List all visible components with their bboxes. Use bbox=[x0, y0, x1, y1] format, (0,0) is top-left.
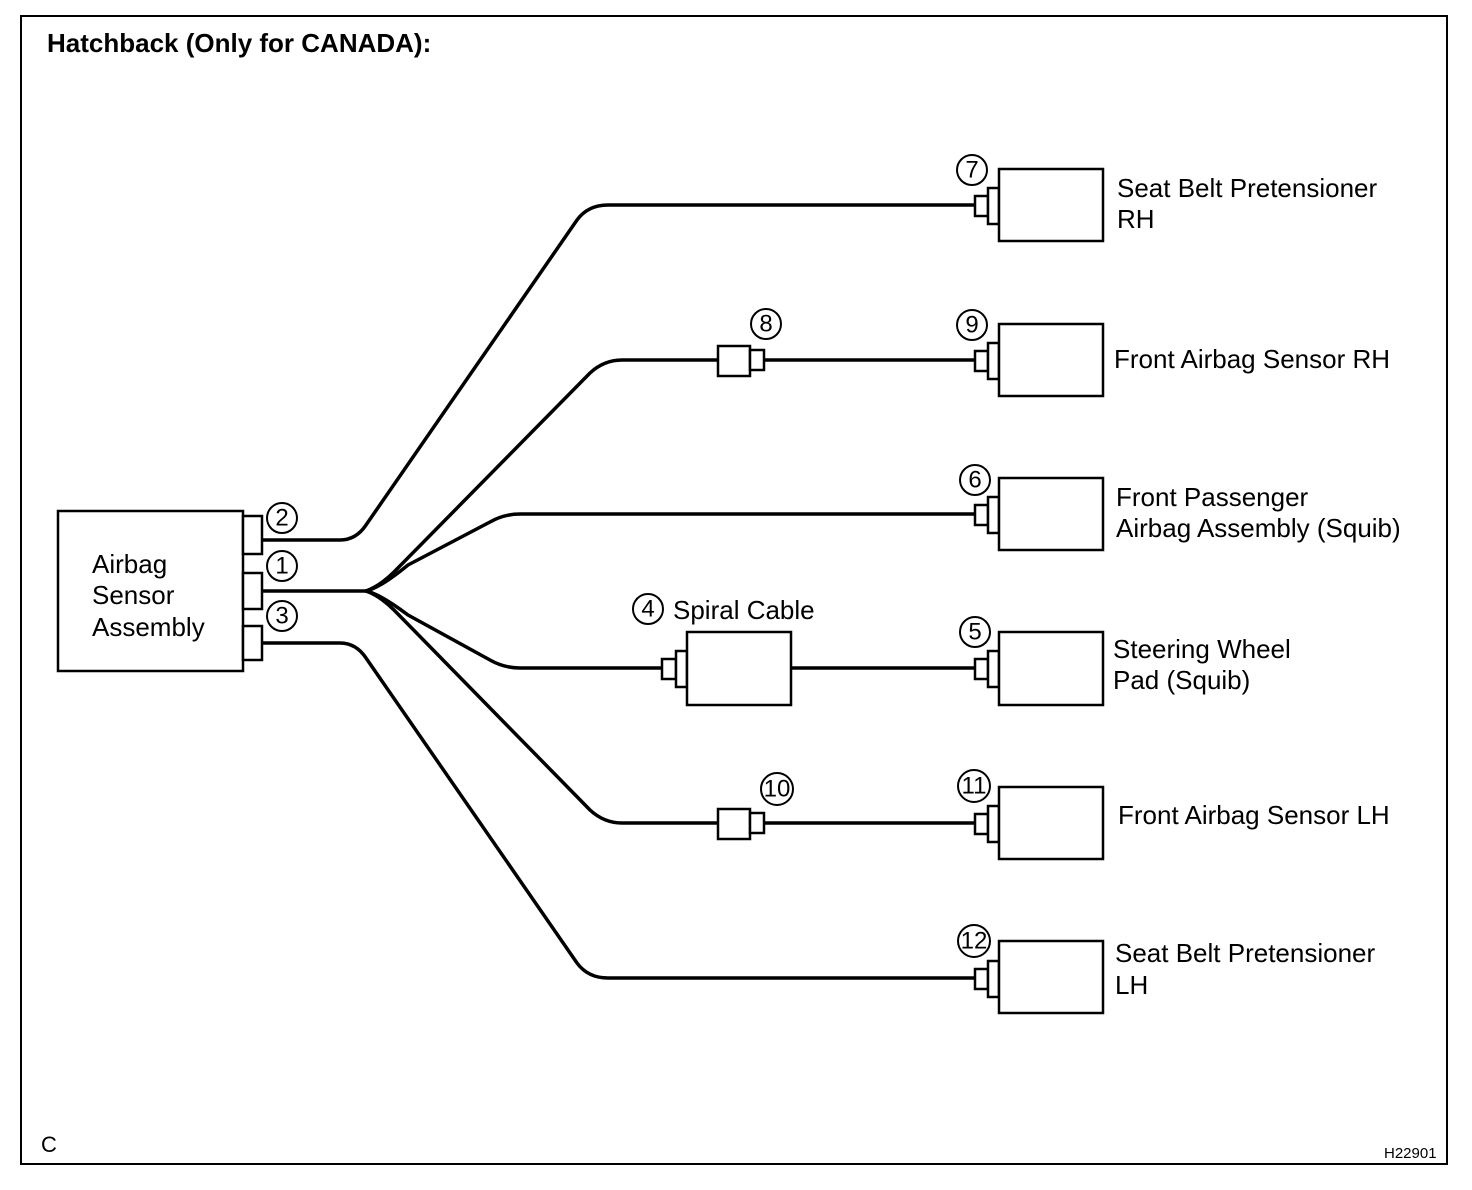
airbag-sensor-assembly-label: Airbag Sensor Assembly bbox=[92, 549, 205, 642]
connector-4-plug bbox=[660, 657, 678, 681]
connector-5-housing bbox=[986, 649, 1001, 689]
connector-11-plug bbox=[973, 812, 990, 836]
front-passenger-airbag-box bbox=[997, 476, 1105, 552]
connector-7-marker: 7 bbox=[956, 154, 988, 186]
svg-text:3: 3 bbox=[275, 603, 288, 630]
connector-10-housing bbox=[716, 807, 752, 841]
connector-10-plug bbox=[748, 811, 766, 835]
svg-text:10: 10 bbox=[764, 776, 791, 803]
wire-seat-belt-rh bbox=[260, 203, 977, 542]
connector-4-marker: 4 bbox=[632, 593, 664, 625]
connector-11-housing bbox=[986, 804, 1001, 844]
connector-11-marker: 11 bbox=[957, 769, 991, 803]
svg-text:8: 8 bbox=[759, 311, 772, 338]
corner-left-mark: C bbox=[41, 1132, 57, 1157]
steering-wheel-pad-box bbox=[997, 630, 1105, 707]
front-passenger-airbag-label: Front Passenger Airbag Assembly (Squib) bbox=[1116, 482, 1401, 543]
svg-text:1: 1 bbox=[275, 553, 288, 580]
connector-5-marker: 5 bbox=[959, 616, 991, 648]
connector-4-housing bbox=[674, 649, 689, 689]
connector-9-plug bbox=[973, 349, 990, 373]
seat-belt-pretensioner-lh-label: Seat Belt Pretensioner LH bbox=[1115, 938, 1382, 1000]
diagram-frame bbox=[20, 15, 1448, 1165]
svg-text:6: 6 bbox=[968, 467, 981, 494]
wire-front-sensor-rh bbox=[364, 358, 720, 593]
wire-seat-belt-lh bbox=[260, 641, 977, 980]
connector-12-marker: 12 bbox=[957, 924, 991, 958]
svg-text:2: 2 bbox=[275, 505, 288, 532]
front-airbag-sensor-rh-box bbox=[997, 322, 1105, 398]
connector-9-housing bbox=[986, 341, 1001, 381]
connector-10-marker: 10 bbox=[760, 772, 794, 806]
connector-6-housing bbox=[986, 495, 1001, 535]
connector-8-housing bbox=[716, 344, 752, 378]
wire-front-sensor-lh bbox=[364, 589, 720, 825]
svg-text:7: 7 bbox=[965, 157, 978, 184]
svg-text:5: 5 bbox=[968, 619, 981, 646]
front-airbag-sensor-lh-label: Front Airbag Sensor LH bbox=[1118, 800, 1390, 830]
spiral-cable-label: Spiral Cable bbox=[673, 595, 815, 625]
connector-6-marker: 6 bbox=[959, 464, 991, 496]
connector-3-plug bbox=[241, 624, 264, 662]
seat-belt-pretensioner-lh-box bbox=[997, 939, 1105, 1015]
wire-spiral-cable bbox=[364, 589, 664, 670]
seat-belt-pretensioner-rh-label: Seat Belt Pretensioner RH bbox=[1117, 173, 1384, 234]
connector-7-housing bbox=[986, 186, 1001, 226]
connector-7-plug bbox=[973, 194, 990, 218]
connector-2-plug bbox=[241, 514, 264, 556]
front-airbag-sensor-rh-label: Front Airbag Sensor RH bbox=[1114, 344, 1390, 374]
connector-8-marker: 8 bbox=[750, 308, 782, 340]
connector-1-plug bbox=[241, 571, 264, 611]
airbag-sensor-assembly-box bbox=[56, 509, 245, 673]
front-airbag-sensor-lh-box bbox=[997, 785, 1105, 861]
svg-text:9: 9 bbox=[965, 312, 978, 339]
figure-code: H22901 bbox=[1384, 1145, 1437, 1162]
wire-front-passenger bbox=[364, 512, 977, 593]
spiral-cable-box bbox=[685, 630, 793, 707]
svg-text:4: 4 bbox=[641, 596, 654, 623]
connector-12-plug bbox=[973, 967, 990, 991]
connector-8-plug bbox=[748, 348, 766, 372]
connector-6-plug bbox=[973, 503, 990, 527]
diagram-title: Hatchback (Only for CANADA): bbox=[47, 28, 431, 58]
connector-5-plug bbox=[973, 657, 990, 681]
connector-3-marker: 3 bbox=[266, 600, 298, 632]
steering-wheel-pad-label: Steering Wheel Pad (Squib) bbox=[1113, 634, 1298, 695]
seat-belt-pretensioner-rh-box bbox=[997, 167, 1105, 243]
connector-9-marker: 9 bbox=[956, 309, 988, 341]
connector-1-marker: 1 bbox=[266, 550, 298, 582]
svg-text:12: 12 bbox=[961, 928, 988, 955]
connector-12-housing bbox=[986, 959, 1001, 999]
svg-text:11: 11 bbox=[962, 773, 987, 800]
connector-2-marker: 2 bbox=[266, 502, 298, 534]
